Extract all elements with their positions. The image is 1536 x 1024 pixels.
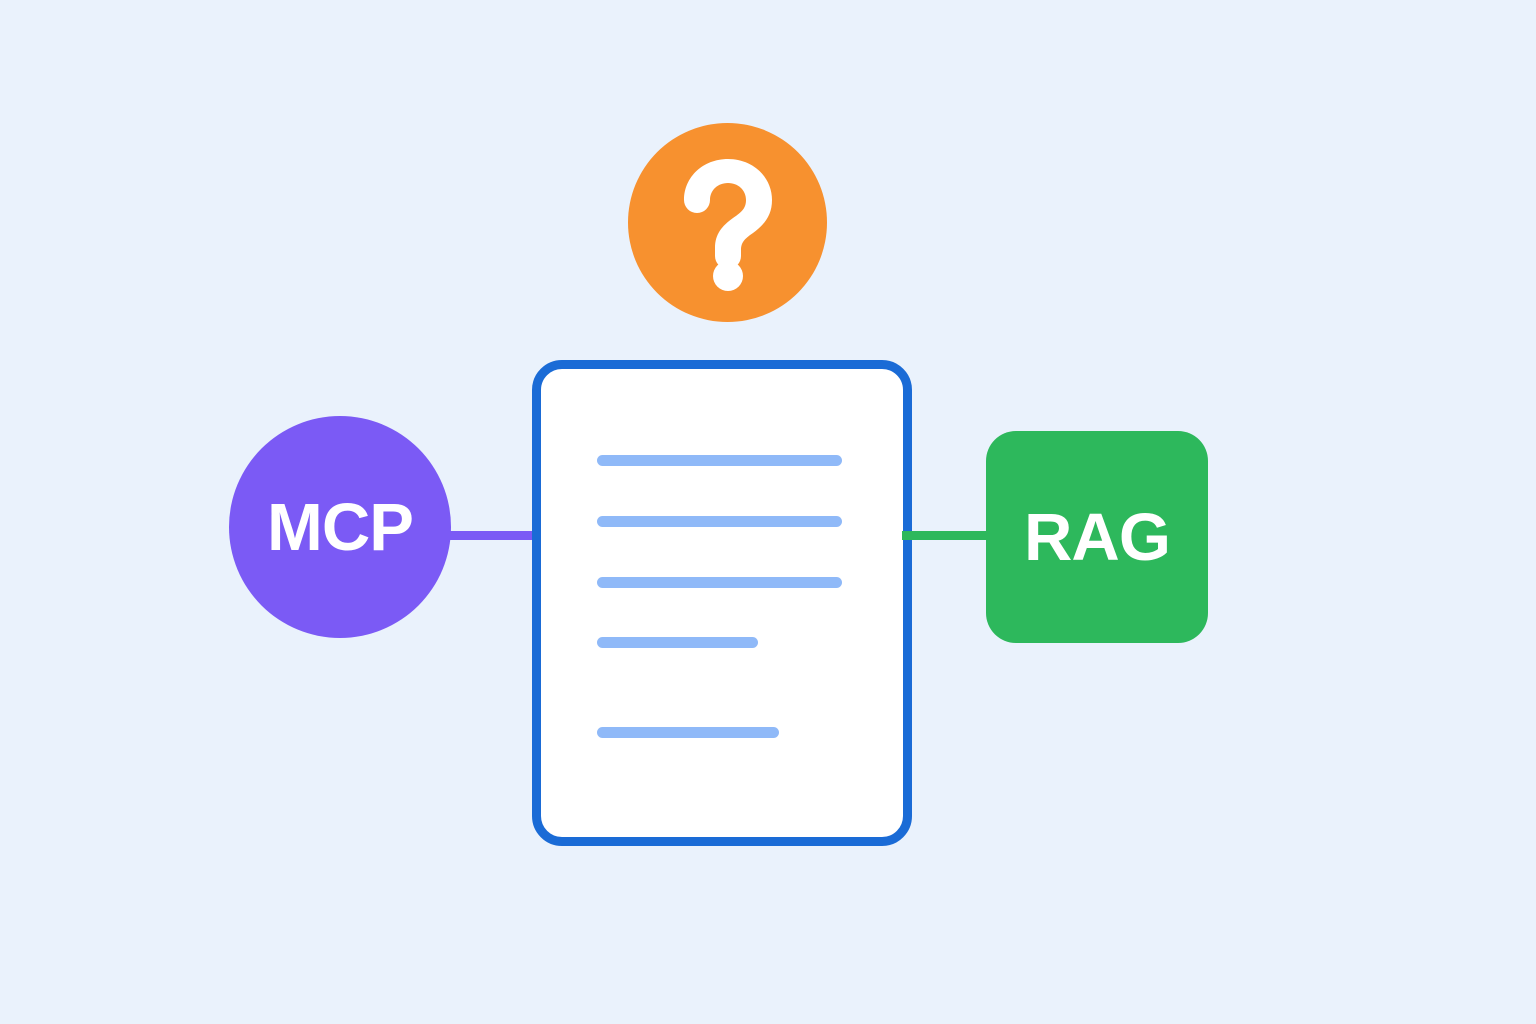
rag-node-label: RAG	[1024, 499, 1171, 575]
question-badge[interactable]	[628, 123, 827, 322]
document-text-line	[597, 516, 842, 527]
document-text-line	[597, 455, 842, 466]
rag-node[interactable]: RAG	[986, 431, 1208, 643]
mcp-node-label: MCP	[267, 489, 414, 565]
document-text-line	[597, 727, 779, 738]
question-mark-icon	[683, 158, 772, 291]
document-text-line	[597, 637, 758, 648]
connector-document-rag	[902, 531, 994, 540]
document-text-line	[597, 577, 842, 588]
mcp-node[interactable]: MCP	[229, 416, 451, 638]
document-text-lines	[541, 369, 903, 837]
document-node[interactable]	[532, 360, 912, 846]
connector-mcp-document	[440, 531, 540, 540]
